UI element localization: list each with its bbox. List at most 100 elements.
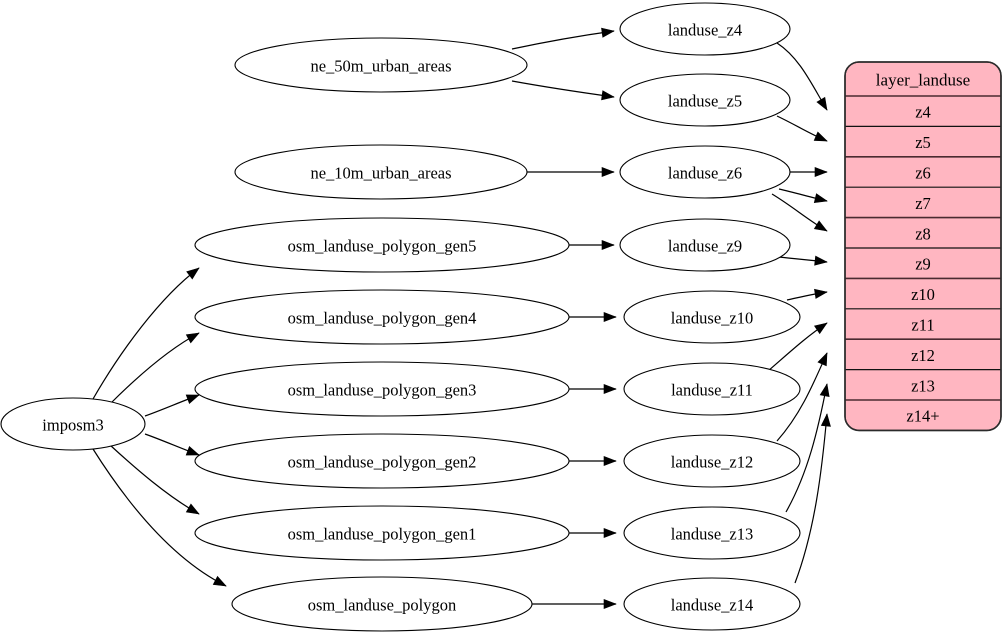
node-landuse_z12[interactable]: landuse_z12 <box>623 434 801 488</box>
edge-ne_50m_urban_areas-to-landuse_z4 <box>511 27 615 50</box>
node-ellipse-shape <box>194 217 570 273</box>
edge-line <box>92 448 227 587</box>
table-row-z9[interactable]: z9 <box>915 255 931 274</box>
node-ellipse-shape <box>623 362 801 416</box>
edge-line <box>92 267 200 400</box>
table-row-z7[interactable]: z7 <box>915 194 931 213</box>
node-ellipse-shape <box>234 37 528 93</box>
table-row-z12[interactable]: z12 <box>911 346 935 365</box>
edge-line <box>109 444 200 515</box>
arrow-head-icon <box>817 352 828 367</box>
node-osm_landuse_polygon_gen3[interactable]: osm_landuse_polygon_gen3 <box>194 361 570 417</box>
node-landuse_z6[interactable]: landuse_z6 <box>619 145 791 199</box>
node-label: landuse_z6 <box>668 164 742 183</box>
table-layer: layer_landusez4z5z6z7z8z9z10z11z12z13z14… <box>844 61 1002 432</box>
node-label: landuse_z14 <box>671 596 753 615</box>
arrow-head-icon <box>601 166 615 178</box>
table-layer_landuse[interactable]: layer_landusez4z5z6z7z8z9z10z11z12z13z14… <box>844 61 1002 432</box>
edge-line <box>785 383 828 513</box>
table-row-z13[interactable]: z13 <box>911 376 935 395</box>
node-ellipse-shape <box>623 434 801 488</box>
table-row-z10[interactable]: z10 <box>911 285 935 304</box>
node-landuse_z11[interactable]: landuse_z11 <box>623 362 801 416</box>
edge-imposm3-to-osm_landuse_polygon_gen4 <box>109 332 200 405</box>
arrow-head-icon <box>601 239 615 251</box>
node-ellipse-shape <box>194 505 570 561</box>
nodes-layer: imposm3 ne_50m_urban_areas ne_10m_urban_ar… <box>0 2 801 632</box>
edge-landuse_z9-to-table_z9 <box>778 255 828 266</box>
edge-osm_landuse_polygon_gen2-to-landuse_z12 <box>569 455 617 467</box>
node-ellipse-shape <box>623 290 801 344</box>
arrow-head-icon <box>186 267 200 280</box>
edge-imposm3-to-osm_landuse_polygon <box>92 448 227 587</box>
edge-ne_10m_urban_areas-to-landuse_z6 <box>527 166 615 178</box>
node-label: landuse_z10 <box>671 309 753 328</box>
node-landuse_z5[interactable]: landuse_z5 <box>619 73 791 127</box>
arrow-head-icon <box>603 311 617 323</box>
arrow-head-icon <box>212 575 227 587</box>
arrow-head-icon <box>603 455 617 467</box>
arrow-head-icon <box>814 166 828 178</box>
node-ellipse-shape <box>619 73 791 127</box>
node-label: ne_10m_urban_areas <box>310 164 451 183</box>
node-imposm3[interactable]: imposm3 <box>0 397 146 451</box>
arrow-head-icon <box>814 288 828 299</box>
edge-ne_50m_urban_areas-to-landuse_z5 <box>511 80 615 101</box>
arrow-head-icon <box>813 220 828 232</box>
node-ellipse-shape <box>619 2 791 56</box>
node-label: landuse_z4 <box>668 21 742 40</box>
node-ellipse-shape <box>623 506 801 560</box>
node-label: osm_landuse_polygon_gen2 <box>288 453 477 472</box>
arrow-head-icon <box>814 255 828 266</box>
table-row-z5[interactable]: z5 <box>915 133 931 152</box>
node-osm_landuse_polygon_gen5[interactable]: osm_landuse_polygon_gen5 <box>194 217 570 273</box>
edge-landuse_z10-to-table_z10 <box>786 288 828 301</box>
edge-osm_landuse_polygon_gen3-to-landuse_z11 <box>569 383 617 395</box>
node-label: osm_landuse_polygon_gen3 <box>288 381 477 400</box>
node-osm_landuse_polygon_gen2[interactable]: osm_landuse_polygon_gen2 <box>194 433 570 489</box>
node-landuse_z13[interactable]: landuse_z13 <box>623 506 801 560</box>
node-landuse_z14[interactable]: landuse_z14 <box>623 577 801 631</box>
arrow-head-icon <box>820 413 831 427</box>
arrow-head-icon <box>601 27 615 38</box>
node-landuse_z10[interactable]: landuse_z10 <box>623 290 801 344</box>
node-ellipse-shape <box>0 397 146 451</box>
arrow-head-icon <box>813 131 828 142</box>
node-ne_50m_urban_areas[interactable]: ne_50m_urban_areas <box>234 37 528 93</box>
edge-osm_landuse_polygon_gen5-to-landuse_z9 <box>569 239 615 251</box>
edge-landuse_z12-to-table_z12 <box>776 352 828 442</box>
node-ellipse-shape <box>194 361 570 417</box>
node-label: osm_landuse_polygon_gen5 <box>288 237 477 256</box>
arrow-head-icon <box>601 90 615 101</box>
table-row-z6[interactable]: z6 <box>915 164 931 183</box>
edge-landuse_z6-to-table_z7 <box>778 188 828 204</box>
arrow-head-icon <box>185 503 200 515</box>
node-ne_10m_urban_areas[interactable]: ne_10m_urban_areas <box>234 144 528 200</box>
edge-line <box>109 332 200 405</box>
node-label: landuse_z9 <box>668 237 742 256</box>
arrow-head-icon <box>814 322 828 335</box>
node-osm_landuse_polygon[interactable]: osm_landuse_polygon <box>231 576 533 632</box>
edge-landuse_z13-to-table_z13 <box>785 383 830 513</box>
node-landuse_z4[interactable]: landuse_z4 <box>619 2 791 56</box>
node-landuse_z9[interactable]: landuse_z9 <box>619 218 791 272</box>
node-osm_landuse_polygon_gen1[interactable]: osm_landuse_polygon_gen1 <box>194 505 570 561</box>
node-label: ne_50m_urban_areas <box>310 57 451 76</box>
table-row-z11[interactable]: z11 <box>911 316 934 335</box>
edge-landuse_z5-to-table_z5 <box>776 115 828 142</box>
node-label: landuse_z13 <box>671 525 753 544</box>
edge-imposm3-to-osm_landuse_polygon_gen3 <box>144 394 200 417</box>
node-ellipse-shape <box>234 144 528 200</box>
node-ellipse-shape <box>194 433 570 489</box>
table-row-z14+[interactable]: z14+ <box>906 407 939 426</box>
arrow-head-icon <box>185 445 200 456</box>
edge-landuse_z14-to-table_z14 <box>794 413 831 584</box>
node-osm_landuse_polygon_gen4[interactable]: osm_landuse_polygon_gen4 <box>194 289 570 345</box>
table-row-z4[interactable]: z4 <box>915 103 931 122</box>
edge-line <box>511 30 615 50</box>
arrow-head-icon <box>603 383 617 395</box>
arrow-head-icon <box>185 332 200 344</box>
table-row-z8[interactable]: z8 <box>915 224 931 243</box>
edge-line <box>794 413 828 584</box>
